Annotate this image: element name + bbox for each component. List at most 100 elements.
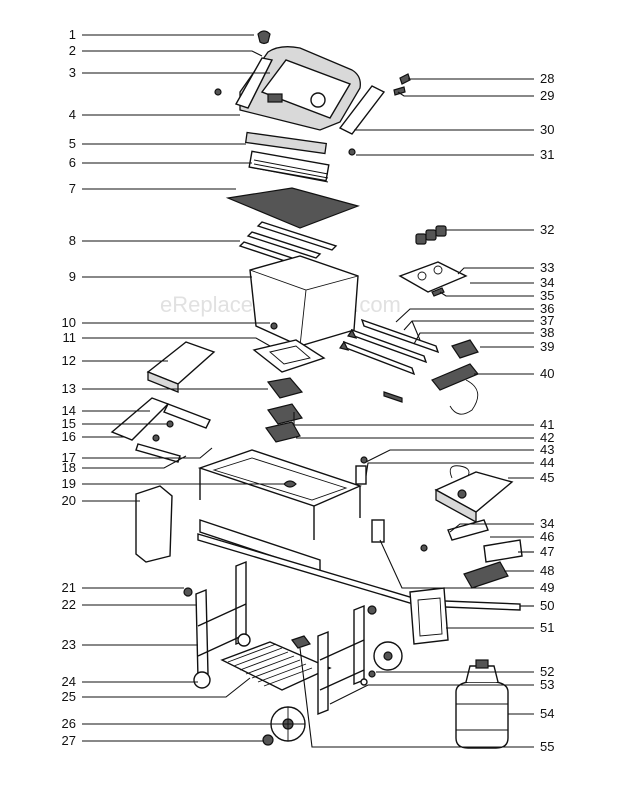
callout-11: 11 [63, 330, 77, 345]
washer-53 [360, 678, 368, 686]
lid-front [260, 59, 352, 119]
burner-tubes [339, 318, 440, 376]
callout-33: 33 [540, 260, 554, 275]
callout-40: 40 [540, 366, 554, 381]
catch-pan [266, 403, 304, 425]
callout-37: 37 [540, 313, 554, 328]
warming-rack-top [244, 131, 328, 155]
callout-22: 22 [62, 597, 76, 612]
callout-20: 20 [62, 493, 76, 508]
callouts-right: 28 29 30 31 32 33 34 35 36 37 38 39 40 4… [540, 71, 554, 754]
callout-28: 28 [540, 71, 554, 86]
frame-rail [135, 443, 181, 463]
side-frame [447, 519, 489, 541]
screw-left [214, 88, 222, 96]
shelf-bolt-55 [291, 635, 311, 649]
lid-logo-plate [267, 93, 283, 103]
callout-17: 17 [62, 450, 76, 465]
callout-34-b: 34 [540, 516, 554, 531]
callout-29: 29 [540, 88, 554, 103]
cart-leg-right [317, 604, 377, 716]
callout-6: 6 [69, 155, 76, 170]
callout-43: 43 [540, 442, 554, 457]
callout-9: 9 [69, 269, 76, 284]
warming-rack [248, 150, 330, 182]
rack-bars [253, 159, 329, 183]
lid-side-right [338, 85, 386, 135]
parts-drawing [110, 30, 523, 749]
cart-frame [197, 449, 362, 507]
callout-34: 34 [540, 275, 554, 290]
callout-25: 25 [62, 689, 76, 704]
regulator-bracket [371, 519, 385, 543]
cooking-box-screw [270, 322, 278, 330]
handle-bolt-29 [393, 86, 406, 96]
access-door [135, 485, 173, 563]
igniter [451, 339, 479, 359]
hubcap-27 [262, 734, 274, 746]
catch-pan-holder [266, 377, 304, 399]
callout-1: 1 [69, 27, 76, 42]
callout-31: 31 [540, 147, 554, 162]
callout-8: 8 [69, 233, 76, 248]
bolt-19 [283, 480, 297, 488]
frame-end-left [110, 397, 170, 441]
cooking-box-edge [249, 269, 359, 347]
catch-pan-liner [264, 421, 301, 443]
thermometer [310, 92, 326, 108]
callout-13: 13 [62, 381, 76, 396]
leader-lines [82, 34, 534, 748]
cooking-box [249, 255, 359, 347]
callout-32: 32 [540, 222, 554, 237]
callout-27: 27 [62, 733, 76, 748]
callout-44: 44 [540, 455, 554, 470]
cart-leg-left [183, 560, 251, 689]
callout-5: 5 [69, 136, 76, 151]
callout-3: 3 [69, 65, 76, 80]
callout-42: 42 [540, 430, 554, 445]
callout-19: 19 [62, 476, 76, 491]
callout-18: 18 [62, 460, 76, 475]
callout-24: 24 [62, 674, 76, 689]
lid-handle-knob [257, 30, 271, 45]
callout-38: 38 [540, 325, 554, 340]
callout-48: 48 [540, 563, 554, 578]
handle-grip [463, 561, 509, 589]
callout-49: 49 [540, 580, 554, 595]
callout-30: 30 [540, 122, 554, 137]
callout-53: 53 [540, 677, 554, 692]
callout-15: 15 [62, 416, 76, 431]
callout-52: 52 [540, 664, 554, 679]
callouts-left: 1 2 3 4 5 6 7 8 9 10 11 12 13 14 15 16 1… [62, 27, 76, 748]
callout-2: 2 [69, 43, 76, 58]
bracket-44 [355, 465, 367, 485]
callout-4: 4 [69, 107, 76, 122]
screw-43 [360, 456, 368, 464]
callout-7: 7 [69, 181, 76, 196]
callout-23: 23 [62, 637, 76, 652]
callout-10: 10 [62, 315, 76, 330]
cooking-grate [225, 187, 360, 229]
callout-51: 51 [540, 620, 554, 635]
bottom-tray [252, 339, 326, 373]
callout-39: 39 [540, 339, 554, 354]
callout-21: 21 [62, 580, 76, 595]
callout-26: 26 [62, 716, 76, 731]
control-knobs [415, 225, 447, 245]
gas-hose [449, 379, 479, 415]
propane-tank [455, 659, 509, 749]
gas-manifold [431, 363, 479, 391]
callout-47: 47 [540, 544, 554, 559]
callout-36: 36 [540, 301, 554, 316]
side-handle [483, 539, 523, 563]
screw-31 [348, 148, 356, 156]
callout-46: 46 [540, 529, 554, 544]
callout-14: 14 [62, 403, 76, 418]
bottom-shelf [220, 641, 332, 691]
callout-41: 41 [540, 417, 554, 432]
callout-45: 45 [540, 470, 554, 485]
callout-50: 50 [540, 598, 554, 613]
callout-16: 16 [62, 429, 76, 444]
handle-bolt-28 [399, 73, 411, 85]
